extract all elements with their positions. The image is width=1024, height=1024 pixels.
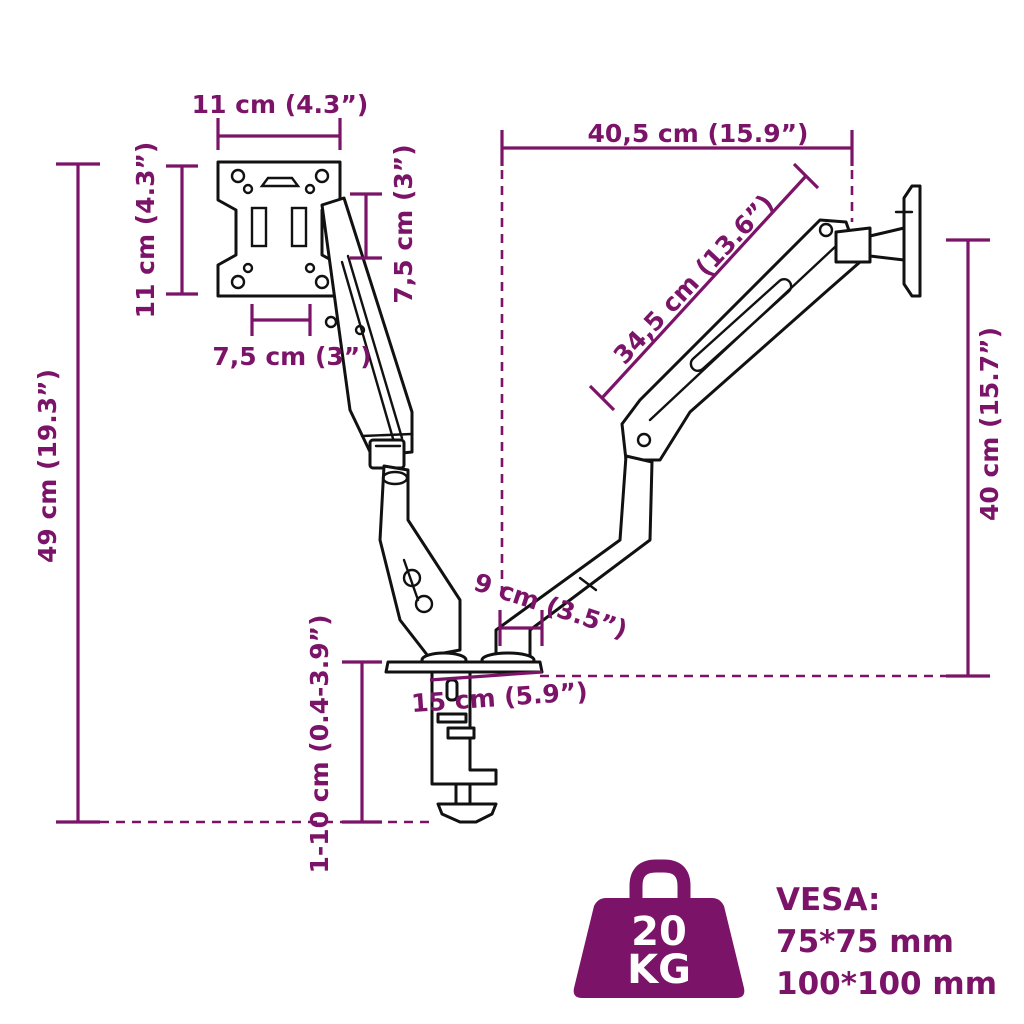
hole-spacing-vertical-label: 7,5 cm (3”) [389,144,418,303]
dimension-labels: 11 cm (4.3”) 11 cm (4.3”) 7,5 cm (3”) 7,… [33,90,1004,874]
clamp-range-label: 1-10 cm (0.4-3.9”) [305,614,334,873]
left-pole [378,464,462,658]
weight-icon: 20 KG [573,859,745,998]
clamp [430,670,498,824]
vesa-plate [216,160,342,298]
vesa-label: VESA: [776,882,880,918]
plate-width-label: 11 cm (4.3”) [192,90,369,119]
left-arm [320,196,414,470]
pole-offset-label: 9 cm (3.5”) [470,568,630,645]
vesa-size-100: 100*100 mm [776,966,997,1002]
weight-value: 20 [631,909,687,955]
plate-height-label: 11 cm (4.3”) [131,142,160,319]
total-height-label: 49 cm (19.3”) [33,369,62,563]
dimension-lines [56,118,990,824]
reach-label: 40,5 cm (15.9”) [588,119,809,148]
arm-height-label: 40 cm (15.7”) [975,327,1004,521]
vesa-spec: VESA: 75*75 mm 100*100 mm [776,882,997,1002]
hole-spacing-horizontal-label: 7,5 cm (3”) [212,342,371,371]
weight-unit: KG [627,947,691,993]
base-plate [384,651,544,674]
vesa-size-75: 75*75 mm [776,924,954,960]
mount-drawing [216,160,922,824]
